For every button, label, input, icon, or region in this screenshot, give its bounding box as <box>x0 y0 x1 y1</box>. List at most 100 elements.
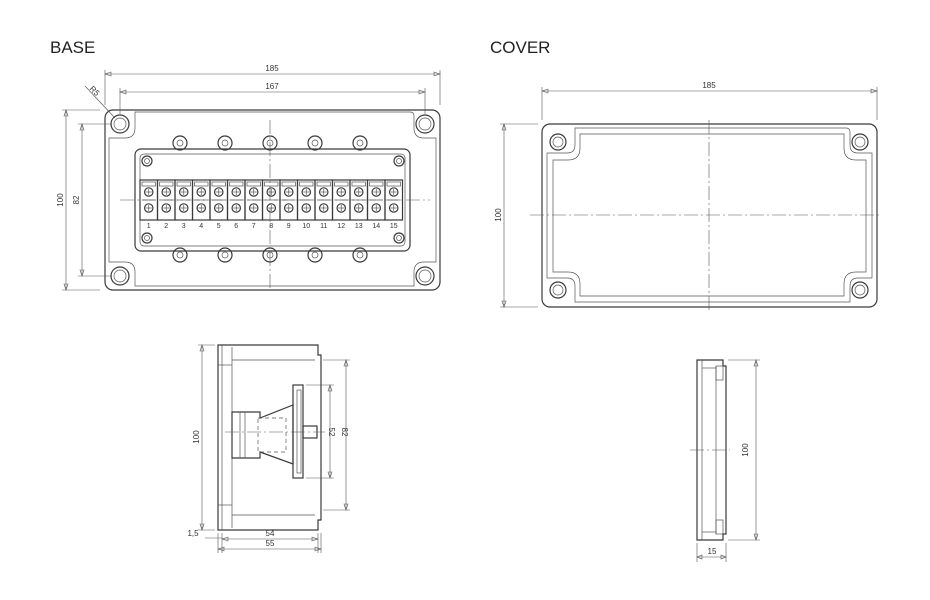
terminal-screw-icon <box>231 203 242 213</box>
base-side-dim-82: 82 <box>323 359 350 511</box>
terminal-screw-icon <box>213 203 224 213</box>
cover-title: COVER <box>490 38 550 57</box>
terminal-number: 3 <box>182 223 186 230</box>
base-dim-r5-label: R5 <box>88 84 102 98</box>
terminal-number: 9 <box>287 223 291 230</box>
base-side-dim-82-label: 82 <box>340 428 349 437</box>
cover-dim-185-label: 185 <box>702 81 716 90</box>
base-side-dim-1-5-label: 1,5 <box>187 529 199 538</box>
base-side-dim-55-label: 55 <box>266 539 275 548</box>
base-inner-lip <box>108 111 437 287</box>
base-side-view: 100 52 82 1,5 54 <box>187 344 350 553</box>
terminal-number: 11 <box>320 223 327 230</box>
base-side-dim-100: 100 <box>192 344 215 531</box>
terminal-screw-icon <box>336 187 347 197</box>
terminal-screw-icon <box>371 203 382 213</box>
terminal-screw-icon <box>143 187 154 197</box>
terminal: 11 <box>314 179 334 230</box>
cover-side-view: 100 15 <box>690 359 760 562</box>
terminal-screw-icon <box>196 187 207 197</box>
terminal-screw-icon <box>371 187 382 197</box>
terminal-screw-icon <box>178 187 189 197</box>
terminal: 5 <box>209 179 229 230</box>
cover-side-body <box>696 359 727 541</box>
terminal-screw-icon <box>283 187 294 197</box>
base-side-dim-100-label: 100 <box>192 430 201 444</box>
terminal: 9 <box>279 179 299 230</box>
terminal-screw-icon <box>388 187 399 197</box>
terminal-number: 2 <box>164 223 168 230</box>
terminal: 8 <box>261 179 281 230</box>
base-side-terminal <box>231 404 294 465</box>
cover-inner-rim <box>552 133 867 297</box>
cover-dim-100: 100 <box>494 123 538 308</box>
terminal: 6 <box>226 179 246 230</box>
cover-rim <box>546 127 873 303</box>
base-dim-100-label: 100 <box>56 193 65 207</box>
terminal-number: 15 <box>390 223 398 230</box>
terminal: 3 <box>174 179 194 230</box>
terminal: 7 <box>244 179 264 230</box>
terminal-screw-icon <box>301 187 312 197</box>
terminal-number: 14 <box>372 223 380 230</box>
base-side-rail <box>292 384 304 479</box>
cover-side-dim-100: 100 <box>728 359 760 541</box>
base-dim-167: 167 <box>119 82 426 114</box>
base-side-dim-52: 52 <box>306 384 336 479</box>
terminal: 12 <box>331 179 351 230</box>
terminal-screw-icon <box>301 203 312 213</box>
cover-side-dim-15-label: 15 <box>708 547 717 556</box>
terminal: 1 <box>139 179 159 230</box>
cover-side-dim-15: 15 <box>696 543 727 562</box>
base-side-dim-bottom: 1,5 54 55 <box>187 529 322 553</box>
terminal-screw-icon <box>143 203 154 213</box>
base-bosses-top <box>172 135 368 151</box>
cover-dim-100-label: 100 <box>494 208 503 222</box>
base-side-dim-52-label: 52 <box>327 428 336 437</box>
base-side-body <box>217 344 322 531</box>
terminal-screw-icon <box>353 203 364 213</box>
terminal-screw-icon <box>318 203 329 213</box>
terminal-screw-icon <box>318 187 329 197</box>
terminal-screw-icon <box>353 187 364 197</box>
terminal: 13 <box>349 179 369 230</box>
terminal-screw-icon <box>161 187 172 197</box>
terminal-screw-icon <box>161 203 172 213</box>
terminal-number: 6 <box>234 223 238 230</box>
terminal-screw-icon <box>196 203 207 213</box>
terminal: 14 <box>366 179 386 230</box>
terminal-screw-icon <box>231 187 242 197</box>
base-dim-82: 82 <box>72 123 112 277</box>
base-dim-r5: R5 <box>84 84 116 119</box>
cover-side-dim-100-label: 100 <box>741 443 750 457</box>
terminal-screw-icon <box>336 203 347 213</box>
terminal-screw-icon <box>283 203 294 213</box>
terminal-number: 4 <box>199 223 203 230</box>
cover-outline <box>541 123 878 308</box>
base-dim-185-label: 185 <box>265 64 279 73</box>
terminal-screw-icon <box>248 187 259 197</box>
base-title: BASE <box>50 38 95 57</box>
base-outline <box>104 109 441 291</box>
cover-top-view: COVER 185 100 <box>490 38 880 310</box>
terminal-number: 12 <box>337 223 345 230</box>
base-dim-185: 185 <box>104 64 441 105</box>
base-dim-100: 100 <box>56 109 100 291</box>
base-dim-82-label: 82 <box>72 195 81 204</box>
terminal-number: 5 <box>217 223 221 230</box>
terminal-screw-icon <box>388 203 399 213</box>
base-side-dim-54-label: 54 <box>266 529 275 538</box>
terminal-screw-icon <box>266 187 277 197</box>
terminal-screw-icon <box>266 203 277 213</box>
terminal: 4 <box>191 179 211 230</box>
terminal-screw-icon <box>213 187 224 197</box>
cover-corner-holes <box>549 133 869 299</box>
base-dim-167-label: 167 <box>265 82 279 91</box>
terminal-number: 13 <box>355 223 363 230</box>
cover-dim-185: 185 <box>541 81 878 120</box>
terminal-screw-icon <box>178 203 189 213</box>
terminal-number: 10 <box>302 223 310 230</box>
terminal-number: 7 <box>252 223 256 230</box>
